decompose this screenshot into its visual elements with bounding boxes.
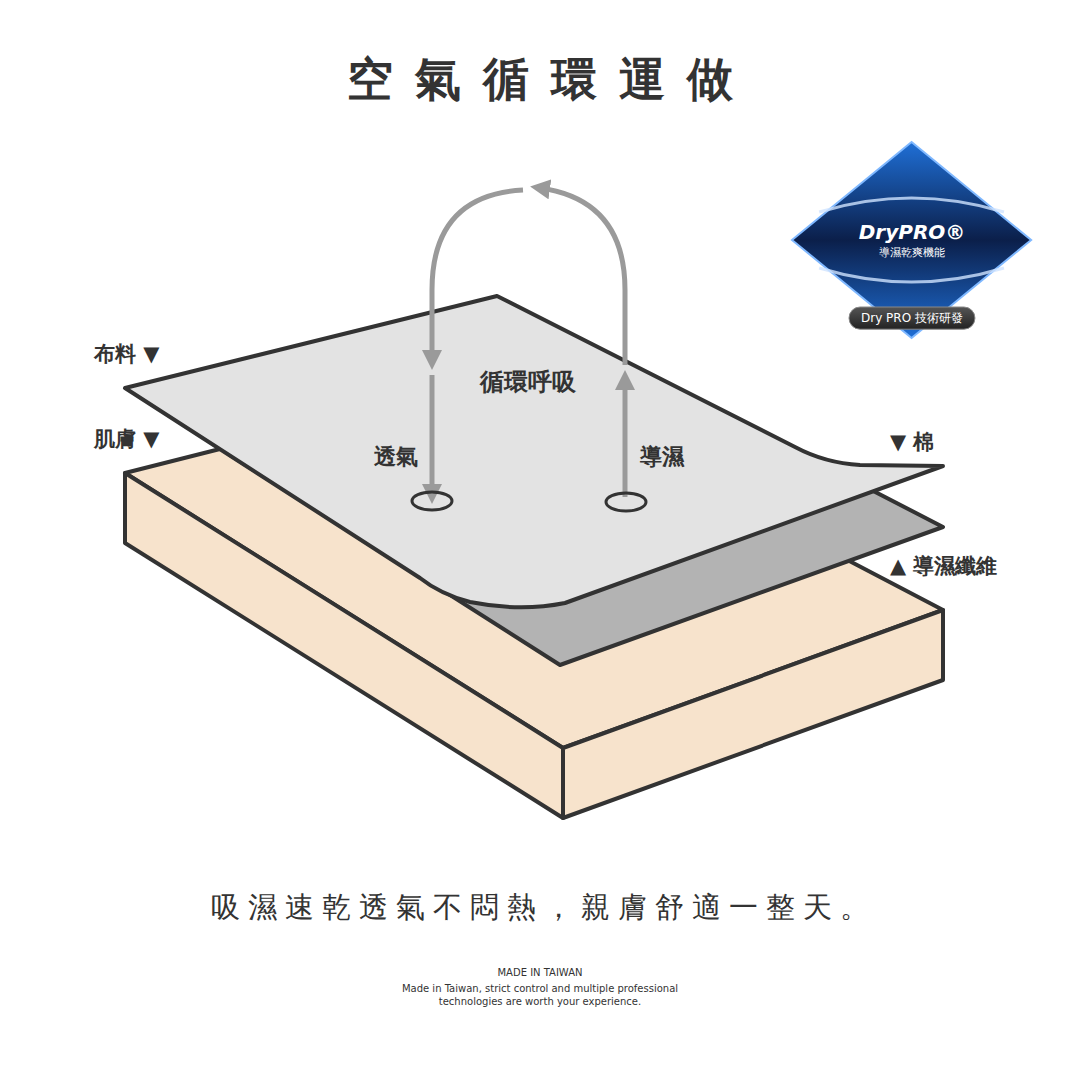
origin-note: MADE IN TAIWAN [497,966,582,979]
part-name: 布料 ▼ [94,341,159,368]
fabric-layer [125,296,943,607]
air-arrow [540,188,625,365]
pill-shape [849,307,975,329]
moisture-arrow [623,380,628,497]
part-name: ▼ 棉 [890,429,934,456]
badge-diamond [792,142,1031,338]
tag-pill: Dry PRO 技術研發 [848,306,976,330]
badge-subtitle: 導濕乾爽機能 [859,246,966,261]
pore-ring [412,492,452,510]
origin-note: Made in Taiwan, strict control and multi… [385,982,695,1008]
badge-title: DryPRO® [859,219,966,246]
part-name: ▲ 導濕纖維 [890,553,997,580]
air-label: 透氣 [374,443,418,472]
pore-ring [606,493,646,511]
air-arrow [432,190,523,360]
badge-title: Dry PRO 技術研發 [861,310,963,326]
caption: 吸濕速乾透氣不悶熱，親膚舒適一整天。 [203,888,877,928]
badge-swoosh [820,198,1005,212]
air-arrow [430,375,435,494]
moisture-label: 導濕 [640,443,684,472]
center-label: 循環呼吸 [480,367,576,398]
title: 空氣循環運做 [325,49,755,111]
badge-swoosh [820,268,1005,282]
part-name: 肌膚 ▼ [94,426,159,453]
